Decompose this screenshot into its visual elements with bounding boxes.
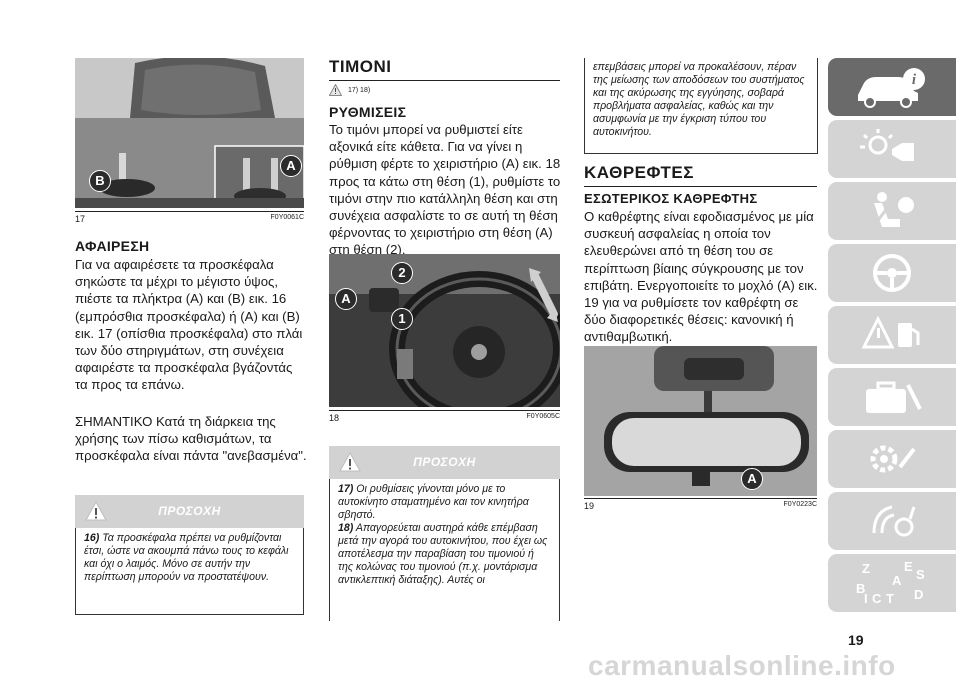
callout-b-label: B: [95, 173, 105, 188]
footnote-refs: 17) 18): [348, 86, 371, 94]
warning-continuation-text: επεμβάσεις μπορεί να προκαλέσουν, πέραν …: [593, 61, 805, 138]
warning-header: ΠΡΟΣΟΧΗ: [75, 495, 304, 528]
callout-a-mirror: A: [741, 468, 763, 490]
car-info-icon: i: [858, 68, 925, 108]
index-letters-icon: Z E B A C T D I S: [852, 559, 932, 607]
index-letter-b: B: [856, 581, 866, 596]
headrest-illustration: [75, 58, 304, 208]
index-letter-d: D: [914, 587, 924, 602]
figure-18-code: F0Y0605C: [526, 413, 560, 420]
mirror-photo: A: [584, 346, 817, 496]
steering-start-icon: [873, 254, 911, 292]
warning-body-2: 17) Οι ρυθμίσεις γίνονται μόνο με το αυτ…: [329, 479, 560, 621]
warning-triangle-icon: [85, 501, 107, 521]
interior-mirror-text: Ο καθρέφτης είναι εφοδιασμένος με μία συ…: [584, 209, 818, 345]
index-letter-e: E: [904, 559, 913, 574]
warning-header-2: ΠΡΟΣΟΧΗ: [329, 446, 560, 479]
figure-18-caption: 18 F0Y0605C: [329, 410, 560, 423]
emergency-toolkit-icon: [866, 381, 922, 413]
index-letter-t: T: [886, 591, 894, 606]
steering-illustration: [329, 254, 560, 407]
index-letter-i: I: [864, 591, 868, 606]
index-letter-a: A: [892, 573, 902, 588]
mirror-illustration: [584, 346, 817, 496]
headrest-photo: B A: [75, 58, 304, 208]
tab-index[interactable]: Z E B A C T D I S: [828, 554, 956, 612]
specs-settings-icon: [872, 505, 916, 537]
warning-ref-17: 17): [338, 483, 354, 495]
callout-b: B: [89, 170, 111, 192]
callout-a: A: [280, 155, 302, 177]
important-note: ΣΗΜΑΝΤΙΚΟ Κατά τη διάρκεια της χρήσης τω…: [75, 414, 307, 464]
warning-fuel-icon: [861, 315, 920, 349]
warning-text-17: Οι ρυθμίσεις γίνονται μόνο με το αυτοκίν…: [338, 483, 529, 521]
page-number: 19: [848, 632, 864, 648]
warning-text-16: Τα προσκέφαλα πρέπει να ρυθμίζονται έτσι…: [84, 532, 289, 583]
steering-photo: 2 A 1: [329, 254, 560, 407]
figure-18-number: 18: [329, 413, 340, 423]
warning-body: 16) Τα προσκέφαλα πρέπει να ρυθμίζονται …: [75, 528, 304, 615]
steering-warning: ΠΡΟΣΟΧΗ 17) Οι ρυθμίσεις γίνονται μόνο μ…: [329, 446, 560, 621]
dashboard-lights-icon: [860, 129, 914, 161]
index-letter-z: Z: [862, 561, 870, 576]
tab-emergency[interactable]: [828, 306, 956, 364]
warning-small-icon: [329, 84, 342, 96]
index-letter-c: C: [872, 591, 882, 606]
callout-2-label: 2: [398, 265, 406, 280]
interior-mirror-heading: ΕΣΩΤΕΡΙΚΟΣ ΚΑΘΡΕΦΤΗΣ: [584, 191, 758, 206]
tab-multimedia[interactable]: [828, 492, 956, 550]
callout-1: 1: [391, 308, 413, 330]
refs-line: 17) 18): [329, 84, 370, 96]
callout-1-label: 1: [398, 311, 406, 326]
tab-dashboard[interactable]: [828, 120, 956, 178]
figure-19-code: F0Y0223C: [783, 501, 817, 508]
seat-airbag-icon: [874, 192, 914, 227]
figure-19-number: 19: [584, 501, 595, 511]
tab-maintenance[interactable]: [828, 368, 956, 426]
svg-text:i: i: [912, 72, 917, 88]
adjust-heading: ΡΥΘΜΙΣΕΙΣ: [329, 104, 407, 120]
mirrors-section-title: ΚΑΘΡΕΦΤΕΣ: [584, 163, 817, 187]
warning-ref-16: 16): [84, 532, 100, 544]
callout-a-label: A: [286, 158, 296, 173]
adjust-text: Το τιμόνι μπορεί να ρυθμιστεί είτε αξονι…: [329, 122, 561, 258]
tab-safety[interactable]: [828, 182, 956, 240]
warning-continuation: επεμβάσεις μπορεί να προκαλέσουν, πέραν …: [584, 58, 818, 154]
figure-17-number: 17: [75, 214, 86, 224]
removal-heading: ΑΦΑΙΡΕΣΗ: [75, 238, 150, 254]
figure-17-caption: 17 F0Y0061C: [75, 211, 304, 224]
index-letter-s: S: [916, 567, 925, 582]
warning-text-18: Απαγορεύεται αυστηρά κάθε επέμβαση μετά …: [338, 522, 548, 586]
warning-title-2: ΠΡΟΣΟΧΗ: [413, 455, 476, 469]
warning-triangle-icon-2: [339, 452, 361, 472]
maintenance-gear-icon: [870, 445, 916, 473]
warning-title: ΠΡΟΣΟΧΗ: [158, 504, 221, 518]
headrest-warning: ΠΡΟΣΟΧΗ 16) Τα προσκέφαλα πρέπει να ρυθμ…: [75, 495, 304, 615]
steering-section-title: ΤΙΜΟΝΙ: [329, 57, 560, 81]
figure-19-caption: 19 F0Y0223C: [584, 498, 817, 511]
removal-text: Για να αφαιρέσετε τα προσκέφαλα σηκώστε …: [75, 257, 303, 393]
callout-a-steering-label: A: [341, 291, 351, 306]
callout-a-mirror-label: A: [747, 471, 757, 486]
warning-ref-18: 18): [338, 522, 354, 534]
watermark: carmanualsonline.info: [588, 650, 896, 681]
tab-technical[interactable]: [828, 430, 956, 488]
callout-a-steering: A: [335, 288, 357, 310]
figure-17-code: F0Y0061C: [270, 214, 304, 221]
callout-2: 2: [391, 262, 413, 284]
tab-driving[interactable]: [828, 244, 956, 302]
tab-vehicle-info[interactable]: i: [828, 58, 956, 116]
